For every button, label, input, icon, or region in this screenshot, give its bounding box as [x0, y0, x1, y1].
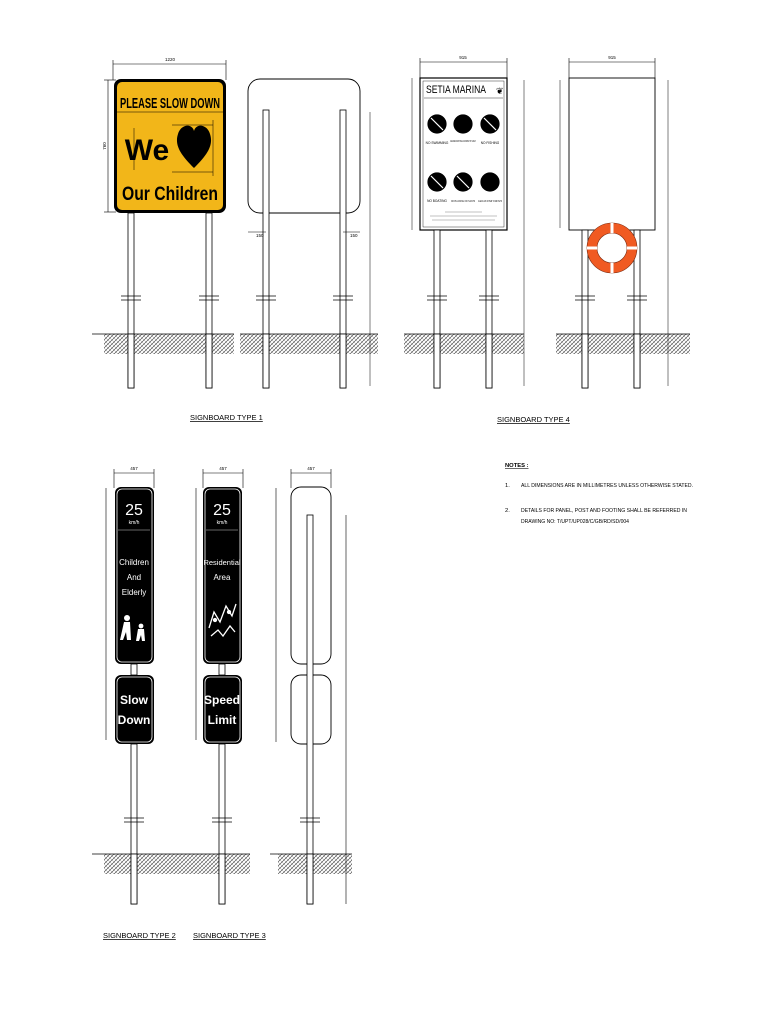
type4-ground-front: [404, 334, 524, 354]
note-1-text: ALL DIMENSIONS ARE IN MILLIMETRES UNLESS…: [521, 483, 693, 489]
type3-line1: Residential: [203, 558, 240, 567]
type4-rule-2: CHILDREN MUST BE ACCOMPANY BY ADULT: [450, 139, 476, 143]
type4-title: SETIA MARINA: [426, 84, 487, 96]
type1-line3: Our Children: [122, 184, 218, 205]
type4-rule-6: CLEAN UP AFTER YOUR PETS: [478, 199, 502, 203]
signboard-type-4: 915 915 SETIA MARINA ❦ NO SWIMMING CHILD…: [404, 55, 690, 424]
signboard-type-1: 1220 760 PLEASE SLOW DOWN We Our Childre…: [92, 57, 378, 422]
elderly-child-icon: [120, 615, 145, 641]
notes: NOTES : 1. ALL DIMENSIONS ARE IN MILLIME…: [505, 463, 693, 525]
type4-back-width-value: 915: [608, 55, 616, 60]
type2-line1: Children: [119, 558, 149, 567]
type1-post-gap-left: 150: [256, 233, 264, 238]
type1-inner-dimensions: [133, 120, 214, 176]
type4-rule-4: NO BOATING: [427, 199, 447, 203]
side-view-width-value: 457: [307, 466, 315, 471]
houses-icon: [208, 603, 237, 638]
type1-height-dimension: [104, 79, 116, 213]
type1-back-panel: [247, 78, 361, 214]
type4-rule-icons: [427, 114, 500, 192]
note-2-number: 2.: [505, 508, 510, 514]
notes-title: NOTES :: [505, 463, 529, 469]
type2-unit: km/h: [129, 520, 140, 526]
type3-label: SIGNBOARD TYPE 3: [193, 931, 266, 940]
type4-rule-3: NO FISHING: [481, 141, 500, 145]
type1-width-dimension: [112, 60, 227, 80]
type4-rule-5: NO PLUCKING OF PLANTS: [451, 199, 475, 203]
type1-ground-back: [240, 334, 378, 354]
type2-3-ground: [104, 854, 250, 874]
type4-ground-back: [556, 334, 690, 354]
type3-main-panel: [203, 487, 242, 664]
type1-line2: We: [125, 134, 169, 167]
type3-sub-panel: [203, 675, 242, 744]
type1-post-gap-right: 150: [350, 233, 358, 238]
type2-sub2: Down: [118, 713, 151, 727]
heart-icon: [176, 125, 212, 168]
type3-speed: 25: [213, 502, 231, 519]
leaf-logo-icon: ❦: [496, 86, 504, 96]
type2-sub-panel: [115, 675, 154, 744]
type2-line2: And: [127, 573, 141, 582]
type1-line1: PLEASE SLOW DOWN: [120, 96, 220, 112]
note-1-number: 1.: [505, 483, 510, 489]
type4-panel: [419, 77, 508, 231]
lifebuoy-icon: [586, 222, 638, 274]
side-view-ground: [278, 854, 352, 874]
signboard-type-3: 457 25 km/h Residential Area Speed Limit…: [193, 466, 266, 940]
signboard-type-2: 457 25 km/h Children And Elderly Slow Do…: [103, 466, 176, 940]
type3-unit: km/h: [217, 520, 228, 526]
note-2-text-line-2: DRAWING NO: T/UPT/UP028/C/GB/RD/SD/004: [521, 519, 630, 525]
type2-speed: 25: [125, 502, 143, 519]
type4-fine-print: [430, 211, 497, 221]
type3-width-value: 457: [219, 466, 227, 471]
type1-width-value: 1220: [165, 57, 176, 62]
type4-back-panel: [568, 77, 656, 231]
type2-width-value: 457: [130, 466, 138, 471]
type3-sub1: Speed: [204, 693, 240, 707]
type1-panel: [117, 82, 223, 210]
note-2-text-line-1: DETAILS FOR PANEL, POST AND FOOTING SHAL…: [521, 508, 687, 514]
type2-line3: Elderly: [122, 588, 146, 597]
type2-sub1: Slow: [120, 693, 149, 707]
signboard-side-view: 457: [270, 466, 352, 905]
type4-label: SIGNBOARD TYPE 4: [497, 415, 570, 424]
type1-ground-front: [104, 334, 234, 354]
type3-sub2: Limit: [208, 713, 237, 727]
type4-width-value: 915: [459, 55, 467, 60]
type4-rule-1: NO SWIMMING: [426, 141, 449, 145]
type1-height-value: 760: [102, 142, 107, 150]
type2-label: SIGNBOARD TYPE 2: [103, 931, 176, 940]
type1-label: SIGNBOARD TYPE 1: [190, 413, 263, 422]
type3-line2: Area: [214, 573, 231, 582]
type1-front-posts: [121, 212, 219, 389]
